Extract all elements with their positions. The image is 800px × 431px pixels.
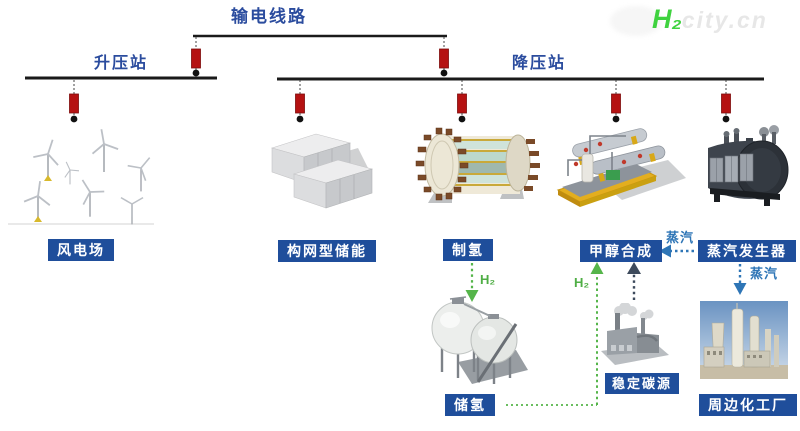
electrolyzer-left-flange [424,133,460,197]
steam-to-methanol-label: 蒸汽 [666,230,695,245]
breaker-hydrogen-production [457,80,467,123]
factory-chimney-1 [615,313,620,333]
step-up-station-label: 升压站 [94,55,149,72]
breaker-transmission-right [439,37,449,77]
hydrogen-storage-spheres-illustration [431,296,528,384]
breaker-grid-storage [295,80,305,123]
plant-windows [707,351,762,358]
breaker-transmission-left [191,37,201,77]
h2-flow-production-to-storage-arrow [465,263,479,302]
sphere-1 [431,296,485,378]
skid-deck [562,164,652,197]
watermark-domain: city.cn [681,7,768,33]
skid-valves [573,141,643,167]
steam-generator-tag: 蒸汽发生器 [698,240,796,262]
hydrogen-electrolyzer-illustration [415,127,540,203]
breaker-methanol-synthesis [611,80,621,123]
transmission-line-label: 输电线路 [231,7,307,26]
steam-flow-to-methanol-arrow [659,244,694,258]
methanol-synthesis-tag: 甲醇合成 [580,240,662,262]
factory-duct [636,334,658,342]
wind-farm-tag: 风电场 [48,239,114,261]
electrolyzer-left-bolts [415,127,469,201]
h2-down-label: H₂ [480,272,496,287]
skid-piping [567,135,626,176]
steam-to-plant-label: 蒸汽 [750,266,779,281]
hydrogen-production-tag: 制氢 [443,239,493,261]
hydrogen-storage-tag: 储氢 [445,394,495,416]
storage-container-2 [292,159,374,209]
h2-up-label: H₂ [574,275,590,290]
skid-column [581,153,594,183]
steam-flow-to-chemical-plant-arrow [733,264,747,295]
carbon-flow-to-methanol-arrow [627,262,641,300]
h2-flow-storage-to-methanol-arrow [506,262,604,406]
sphere-2 [470,314,518,384]
skid-pump [606,170,620,180]
watermark-logo [610,6,662,36]
grid-storage-tag: 构网型储能 [278,240,376,262]
breaker-wind-farm [69,80,79,123]
step-down-station-label: 降压站 [512,55,567,72]
wind-farm-illustration [23,129,151,225]
watermark: H₂city.cn [652,4,768,35]
boiler-base [710,188,780,200]
methanol-skid-illustration [556,128,686,207]
electrolyzer-right-bolts [524,139,540,191]
grid-storage-illustration [270,133,374,209]
breaker-steam-generator [721,80,731,123]
stable-carbon-source-tag: 稳定碳源 [605,373,680,394]
chemical-plant-photo [700,301,788,379]
factory-chimney-2 [641,318,645,334]
steam-generator-illustration [708,125,789,206]
boiler-panels [709,153,754,183]
watermark-h2: H₂ [652,4,682,34]
carbon-source-factory-illustration [601,303,669,365]
chemical-plant-tag: 周边化工厂 [699,394,797,416]
spheres-walkway [463,303,491,317]
factory-windows [611,345,632,351]
spheres-stairs [476,323,518,383]
